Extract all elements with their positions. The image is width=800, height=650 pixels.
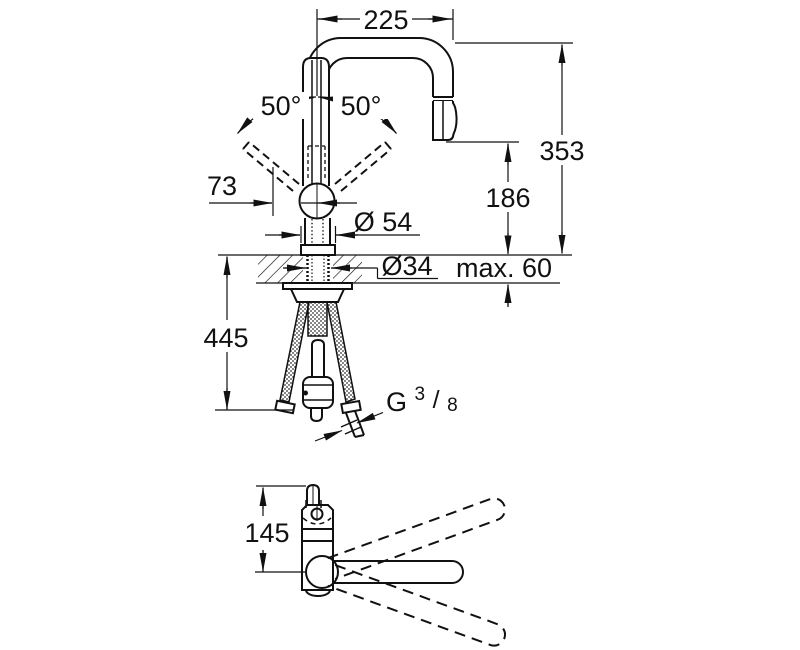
plan-spout — [330, 560, 464, 584]
thread-g: G — [386, 387, 407, 417]
dimension-labels: 225 50° 50° 73 Ø 54 Ø34 max. 60 186 353 … — [203, 5, 584, 548]
faucet-body — [300, 218, 336, 256]
dim-plan-offset-label: 145 — [244, 518, 289, 548]
dim-spout-reach-label: 225 — [363, 5, 408, 35]
escutcheon-base — [300, 244, 336, 256]
ball-joint — [298, 182, 336, 220]
dim-hole-diameter-label: Ø34 — [381, 251, 432, 281]
plan-body — [301, 504, 334, 591]
thread-slash: / — [433, 386, 440, 414]
dim-spout-height-label: 353 — [539, 136, 584, 166]
pullout-spray-head — [432, 101, 458, 141]
plan-dimension-145 — [255, 485, 306, 573]
label-backplates — [203, 92, 584, 545]
dimension-lines — [209, 9, 573, 442]
dim-base-diameter-label: Ø 54 — [354, 207, 413, 237]
dim-deck-max-label: max. 60 — [456, 253, 552, 283]
thread-denominator: 8 — [447, 395, 458, 416]
dim-lever-offset-label: 73 — [207, 171, 237, 201]
dim-outlet-height-label: 186 — [485, 183, 530, 213]
plan-lever-tip — [306, 483, 320, 504]
supply-hoses — [274, 301, 365, 438]
dim-swivel-left-label: 50° — [261, 91, 302, 121]
pullout-hose-weight — [302, 338, 334, 423]
dim-hose-length-label: 445 — [203, 323, 248, 353]
plan-spout-pivot — [305, 555, 339, 589]
lever-handle — [302, 57, 330, 186]
hose-fitting-right — [340, 399, 362, 415]
mounting-flange-nut — [282, 282, 353, 303]
dim-thread-label: G 3 / 8 — [386, 376, 458, 417]
thread-numerator: 3 — [415, 384, 426, 405]
cartridge-hidden-lines — [307, 145, 326, 181]
lever-swivel-dashed — [242, 141, 392, 192]
dim-swivel-right-label: 50° — [341, 91, 382, 121]
plan-spout-swivel-dashed — [327, 497, 506, 647]
hose-fitting-left — [274, 399, 296, 415]
plan-view — [255, 483, 506, 647]
hose-thread-end — [340, 410, 365, 438]
